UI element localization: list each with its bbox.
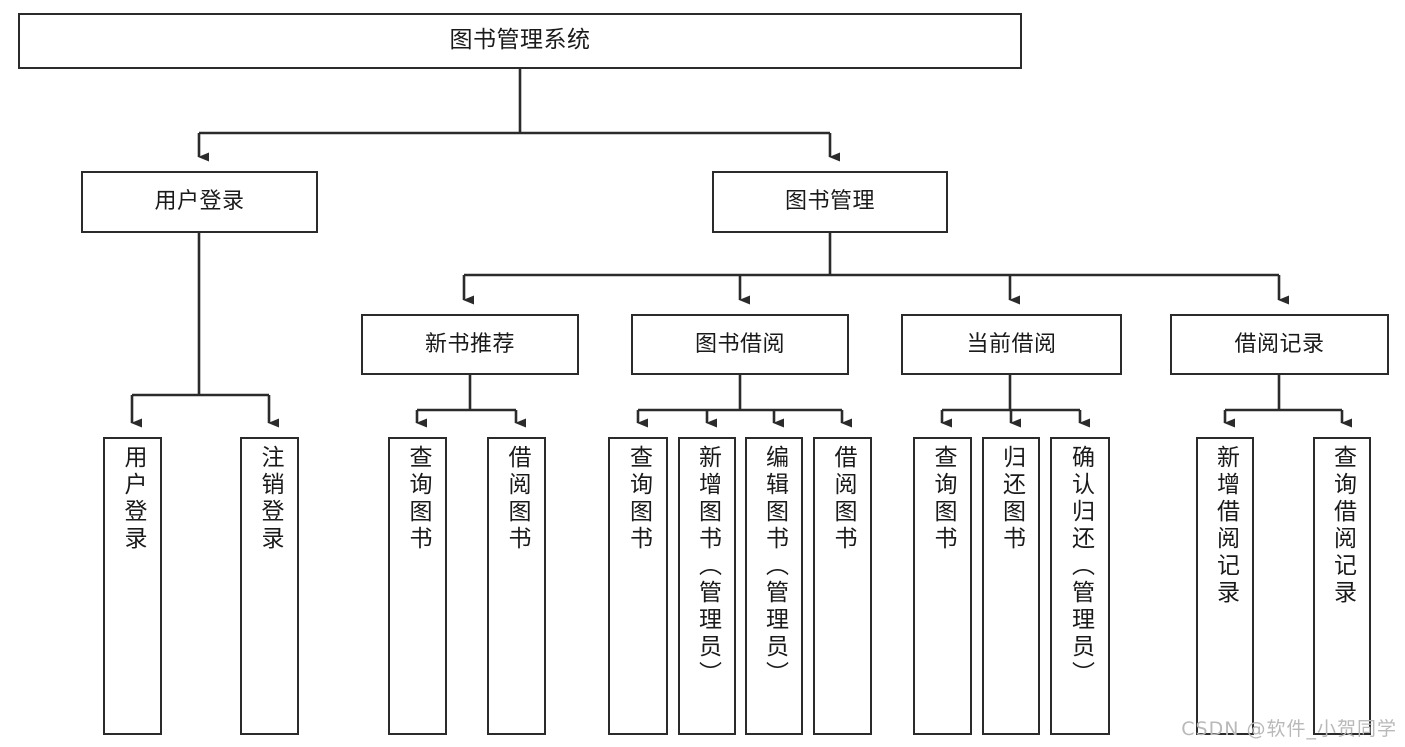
- edge-group-book-management: [462, 233, 1289, 305]
- edge-group-borrow-record: [1223, 375, 1352, 428]
- node-leaf-label: 注销登录: [257, 445, 283, 553]
- node-leaf-add-book[interactable]: 新增图书（管理员）: [678, 437, 736, 735]
- node-leaf-label: 新增图书（管理员）: [694, 445, 721, 688]
- node-leaf-label: 查询图书: [625, 445, 652, 553]
- node-leaf-label: 用户登录: [120, 445, 146, 553]
- node-leaf-label: 新增借阅记录: [1212, 445, 1239, 607]
- node-leaf-query-record[interactable]: 查询借阅记录: [1313, 437, 1371, 735]
- node-leaf-borrow-book-2[interactable]: 借阅图书: [813, 437, 872, 735]
- node-leaf-label: 查询借阅记录: [1329, 445, 1356, 607]
- node-root-label: 图书管理系统: [449, 27, 591, 54]
- node-leaf-user-login[interactable]: 用户登录: [103, 437, 162, 735]
- node-leaf-query-book-1[interactable]: 查询图书: [388, 437, 447, 735]
- edge-group-new-book-recommend: [415, 375, 526, 428]
- node-leaf-label: 借阅图书: [504, 445, 530, 553]
- edge-group-current-borrow: [940, 375, 1090, 428]
- edge-group-root: [197, 69, 840, 162]
- node-leaf-borrow-book-1[interactable]: 借阅图书: [487, 437, 546, 735]
- edge-group-user-login: [130, 233, 279, 428]
- node-new-book-recommend[interactable]: 新书推荐: [361, 314, 579, 375]
- node-leaf-confirm-return[interactable]: 确认归还（管理员）: [1050, 437, 1110, 735]
- node-book-management[interactable]: 图书管理: [712, 171, 948, 233]
- node-leaf-label: 查询图书: [405, 445, 431, 553]
- node-user-login-label: 用户登录: [154, 189, 245, 215]
- node-borrow-record[interactable]: 借阅记录: [1170, 314, 1389, 375]
- node-leaf-label: 编辑图书（管理员）: [761, 445, 788, 688]
- node-leaf-return-book[interactable]: 归还图书: [982, 437, 1040, 735]
- node-leaf-add-record[interactable]: 新增借阅记录: [1196, 437, 1254, 735]
- node-leaf-label: 借阅图书: [830, 445, 856, 553]
- node-leaf-label: 确认归还（管理员）: [1067, 445, 1094, 688]
- edge-group-book-borrow: [636, 375, 852, 428]
- node-leaf-logout[interactable]: 注销登录: [240, 437, 299, 735]
- node-leaf-label: 归还图书: [998, 445, 1025, 553]
- node-borrow-record-label: 借阅记录: [1234, 331, 1325, 357]
- node-leaf-label: 查询图书: [930, 445, 956, 553]
- node-new-book-recommend-label: 新书推荐: [424, 331, 515, 357]
- node-current-borrow-label: 当前借阅: [966, 331, 1057, 357]
- node-book-management-label: 图书管理: [784, 189, 875, 215]
- node-current-borrow[interactable]: 当前借阅: [901, 314, 1122, 375]
- node-book-borrow-label: 图书借阅: [694, 331, 785, 357]
- node-leaf-query-book-2[interactable]: 查询图书: [608, 437, 668, 735]
- node-book-borrow[interactable]: 图书借阅: [631, 314, 849, 375]
- node-root-system[interactable]: 图书管理系统: [18, 13, 1022, 69]
- node-leaf-query-book-3[interactable]: 查询图书: [913, 437, 972, 735]
- node-user-login[interactable]: 用户登录: [81, 171, 318, 233]
- node-leaf-edit-book[interactable]: 编辑图书（管理员）: [745, 437, 803, 735]
